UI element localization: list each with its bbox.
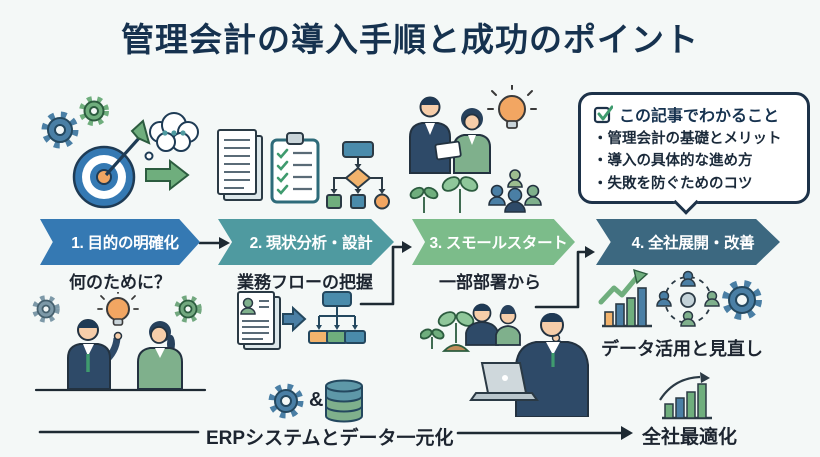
lightbulb-icon	[97, 292, 139, 326]
people-group-icon	[488, 169, 542, 213]
step-2-arrow: 2. 現状分析・設計	[218, 219, 394, 265]
step-4-label: 4. 全社展開・改善	[631, 235, 755, 252]
step-1-caption: 何のために？	[69, 273, 171, 292]
forward-arrow-icon	[282, 305, 307, 333]
pilot-team-illustration	[420, 303, 589, 417]
gear-icon	[41, 111, 79, 149]
businesswoman-icon	[137, 321, 183, 390]
stacked-documents-icon	[237, 291, 281, 350]
gear-icon	[174, 295, 202, 323]
gear-icon	[722, 280, 762, 320]
analysis-illustration	[217, 129, 390, 210]
stacked-documents-icon	[217, 129, 263, 201]
thought-bubble-icon	[144, 112, 199, 161]
plant-sprout-icon	[420, 311, 475, 352]
plant-sprout-icon	[409, 186, 439, 213]
step-3-caption: 一部部署から	[439, 273, 541, 292]
goal-illustration	[41, 96, 199, 209]
lightbulb-icon	[487, 85, 537, 129]
info-box-item: ・導入の具体的な進め方	[593, 153, 753, 170]
rising-bar-chart-icon	[598, 268, 652, 328]
company-optimization-chart-icon	[659, 372, 712, 420]
step-4-arrow: 4. 全社展開・改善	[596, 219, 780, 265]
workflow-mapping-illustration	[237, 291, 366, 350]
checked-checkbox-icon	[593, 105, 613, 124]
step-2-label: 2. 現状分析・設計	[249, 235, 373, 252]
clipboard-checklist-icon	[270, 132, 320, 204]
step-1-arrow: 1. 目的の明確化	[40, 219, 200, 265]
laptop-worker-icon	[469, 313, 589, 417]
step-2-caption: 業務フローの把握	[237, 273, 373, 292]
step-3-label: 3. スモールスタート	[429, 235, 568, 252]
info-box-heading: この記事でわかること	[619, 108, 780, 125]
info-box-item: ・失敗を防ぐためのコツ	[593, 175, 753, 192]
step-4-caption: データ活用と見直し	[601, 339, 763, 359]
businesswoman-icon	[453, 108, 491, 174]
data-review-illustration	[598, 268, 762, 328]
org-chart-icon	[308, 291, 366, 344]
purpose-discussion-illustration	[32, 292, 202, 390]
forward-arrow-icon	[145, 158, 190, 192]
article-summary-box: この記事でわかること ・管理会計の基礎とメリット ・導入の具体的な進め方 ・失敗…	[578, 92, 810, 216]
shared-document	[434, 140, 462, 161]
people-pair-icon	[465, 303, 521, 346]
ampersand-label: &	[309, 389, 324, 411]
businessman-icon	[67, 319, 123, 390]
erp-label: ERPシステムとデータ一元化	[206, 428, 454, 449]
flowchart-icon	[326, 141, 390, 210]
plant-sprout-icon	[441, 176, 479, 213]
step-1-label: 1. 目的の明確化	[71, 235, 179, 252]
people-network-icon	[656, 270, 720, 327]
gear-icon	[32, 295, 60, 323]
target-with-dart-icon	[72, 119, 151, 209]
gear-icon	[79, 96, 109, 126]
database-icon	[325, 379, 363, 423]
businessman-icon	[409, 96, 451, 174]
gear-icon	[268, 383, 304, 419]
page-title: 管理会計の導入手順と成功のポイント	[121, 21, 699, 58]
laptop-icon	[469, 362, 539, 401]
step-3-arrow: 3. スモールスタート	[412, 219, 575, 265]
info-box-item: ・管理会計の基礎とメリット	[593, 131, 782, 147]
erp-illustration	[268, 379, 363, 423]
small-start-illustration	[409, 85, 542, 213]
optimization-label: 全社最適化	[642, 427, 738, 448]
